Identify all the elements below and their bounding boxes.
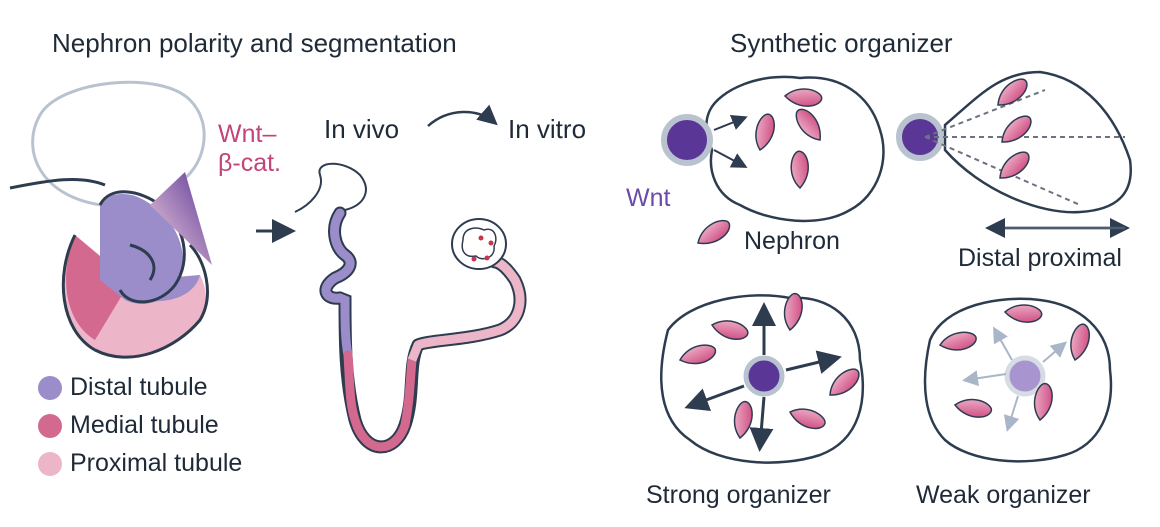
strong-organizer-label: Strong organizer bbox=[646, 481, 831, 509]
wnt-beta-catenin-label: Wnt– β-cat. bbox=[218, 120, 281, 178]
wnt-label: Wnt bbox=[626, 184, 671, 212]
strong-organizer bbox=[660, 290, 865, 464]
organizer-axis bbox=[896, 70, 1133, 238]
signal-label-line2: β-cat. bbox=[218, 148, 282, 177]
legend-swatch-medial bbox=[38, 413, 62, 438]
right-panel-title: Synthetic organizer bbox=[730, 28, 953, 58]
distal-proximal-axis-label: Distal proximal bbox=[958, 244, 1122, 272]
developing-nephron bbox=[9, 80, 212, 359]
legend-item-medial: Medial tubule bbox=[38, 411, 219, 440]
legend-label-medial: Medial tubule bbox=[70, 411, 219, 439]
weak-organizer bbox=[923, 295, 1113, 463]
in-vitro-label: In vitro bbox=[508, 114, 587, 144]
legend-item-distal: Distal tubule bbox=[38, 373, 208, 402]
weak-organizer-label: Weak organizer bbox=[916, 481, 1091, 509]
organizer-wnt-bead bbox=[661, 75, 885, 223]
legend-label-proximal: Proximal tubule bbox=[70, 449, 243, 477]
nephron-legend-label: Nephron bbox=[744, 227, 840, 255]
legend-swatch-proximal bbox=[38, 451, 62, 476]
mature-nephron bbox=[294, 162, 527, 454]
legend-swatch-distal bbox=[38, 375, 62, 400]
in-vivo-label: In vivo bbox=[324, 114, 400, 144]
left-panel-title: Nephron polarity and segmentation bbox=[52, 28, 457, 58]
legend-label-distal: Distal tubule bbox=[70, 373, 208, 401]
signal-label-line1: Wnt– bbox=[218, 120, 277, 148]
legend-item-proximal: Proximal tubule bbox=[38, 449, 242, 478]
